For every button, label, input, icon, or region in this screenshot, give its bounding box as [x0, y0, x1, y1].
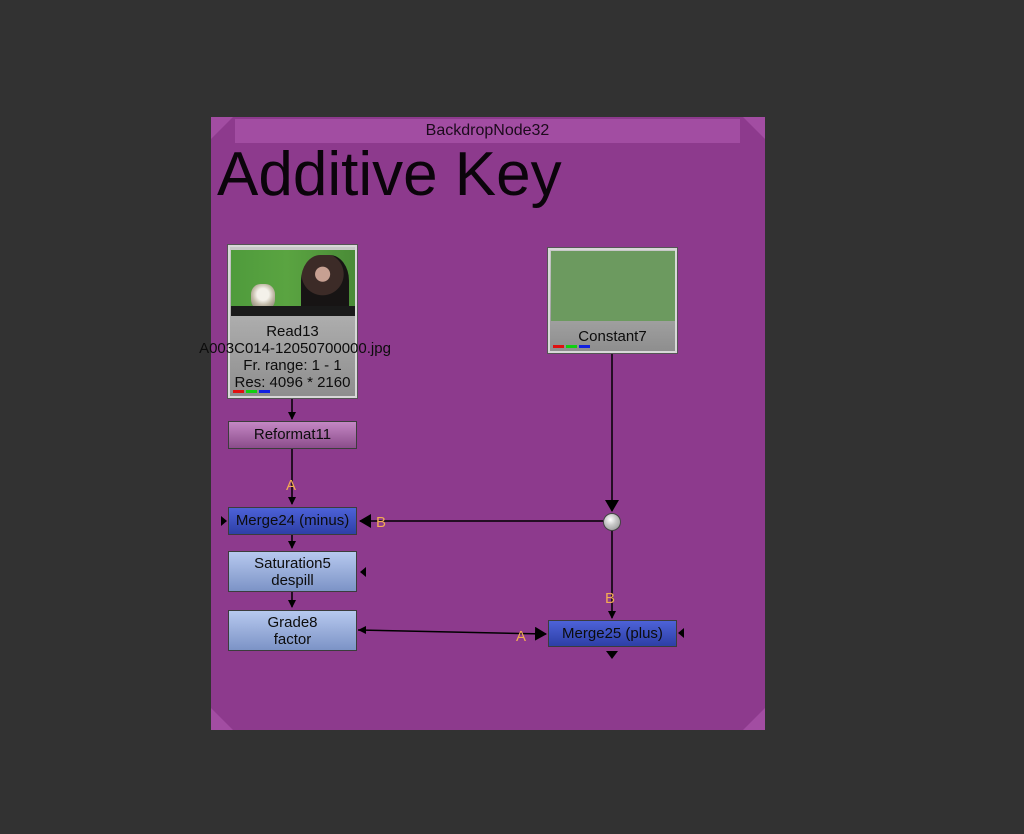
reformat-node-name: Reformat11: [253, 426, 332, 443]
backdrop-label: Additive Key: [217, 140, 562, 209]
saturation-node[interactable]: Saturation5 despill: [228, 551, 357, 592]
edge-merge24-b-tail-arrow: [360, 516, 370, 526]
saturation-mask-input-arrow[interactable]: [360, 567, 366, 577]
reformat-node[interactable]: Reformat11: [228, 421, 357, 449]
channel-blue-indicator: [259, 390, 270, 393]
merge-minus-input-a-label[interactable]: A: [286, 477, 297, 494]
merge-minus-node-name: Merge24 (minus): [235, 512, 350, 529]
merge-minus-input-b-label[interactable]: B: [376, 514, 387, 531]
constant-node-name: Constant7: [578, 328, 647, 345]
thumbnail-desk: [231, 306, 355, 316]
backdrop-resize-handle-bottom-right[interactable]: [743, 708, 765, 730]
backdrop-resize-handle-top-right[interactable]: [743, 117, 765, 139]
merge-plus-input-b-label[interactable]: B: [605, 590, 616, 607]
read-node-resolution: Res: 4096 * 2160: [234, 374, 351, 391]
read-node[interactable]: Read13 A003C014-12050700000.jpg Fr. rang…: [199, 244, 391, 399]
edge-grade-mask-arrow: [358, 626, 366, 634]
constant-node[interactable]: Constant7: [547, 247, 678, 354]
edge-grade-to-merge25-a[interactable]: [357, 626, 547, 641]
channel-blue-indicator: [579, 345, 590, 348]
channel-red-indicator: [233, 390, 244, 393]
merge25-output-arrow[interactable]: [606, 651, 618, 659]
read-thumbnail: [231, 250, 355, 316]
channel-green-indicator: [246, 390, 257, 393]
merge25-mask-input-arrow[interactable]: [678, 628, 684, 638]
merge-plus-input-a-label[interactable]: A: [516, 628, 527, 645]
thumbnail-person: [301, 255, 349, 316]
grade-node[interactable]: Grade8 factor: [228, 610, 357, 651]
read-node-frame-range: Fr. range: 1 - 1: [243, 357, 342, 374]
backdrop-resize-handle-top-left[interactable]: [211, 117, 233, 139]
merge24-mask-input-arrow[interactable]: [221, 516, 227, 526]
merge-plus-node[interactable]: Merge25 (plus): [548, 620, 677, 647]
dot-node[interactable]: [603, 513, 621, 531]
grade-node-name: Grade8: [267, 614, 318, 631]
merge-minus-node[interactable]: Merge24 (minus): [228, 507, 357, 535]
grade-node-sublabel: factor: [273, 631, 312, 648]
read-node-file: A003C014-12050700000.jpg: [199, 340, 391, 357]
saturation-node-sublabel: despill: [271, 572, 314, 589]
saturation-node-name: Saturation5: [254, 555, 331, 572]
backdrop-resize-handle-bottom-left[interactable]: [211, 708, 233, 730]
backdrop-title[interactable]: BackdropNode32: [235, 119, 740, 143]
channel-red-indicator: [553, 345, 564, 348]
channel-green-indicator: [566, 345, 577, 348]
thumbnail-cup: [251, 284, 275, 310]
constant-thumbnail: [551, 251, 675, 321]
merge-plus-node-name: Merge25 (plus): [562, 625, 663, 642]
read-node-name: Read13: [266, 323, 319, 340]
